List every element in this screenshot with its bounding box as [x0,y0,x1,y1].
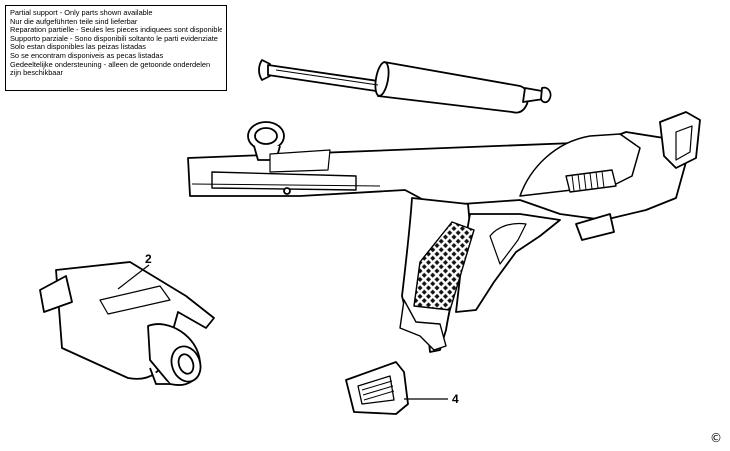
main-housing-part [187,111,701,353]
callout-label-4: 4 [452,392,459,406]
notice-line-nl-cont: zijn beschikbaar [10,69,63,78]
leader-line-2 [117,264,150,290]
guard-bracket-part [39,261,215,386]
notice-line-en: Partial support - Only parts shown avail… [10,9,153,17]
copyright-symbol: © [710,431,722,445]
spring-cartridge-part [258,59,552,114]
partial-support-notice: Partial support - Only parts shown avail… [5,5,227,91]
button-part [345,361,409,415]
notice-line-es: Solo estan disponibles las peizas listad… [10,43,146,52]
notice-line-nl: Gedeeltelijke ondersteuning - alleen de … [10,60,211,69]
notice-line-fr: Reparation partielle - Seules les pieces… [10,26,222,35]
notice-line-pt: So se encontram disponiveis as pecas lis… [10,51,164,60]
notice-line-de: Nur die aufgeführten teile sind lieferba… [10,17,138,26]
notice-line-it: Supporto parziale - Sono disponibili sol… [10,34,218,43]
callout-label-2: 2 [145,252,152,266]
